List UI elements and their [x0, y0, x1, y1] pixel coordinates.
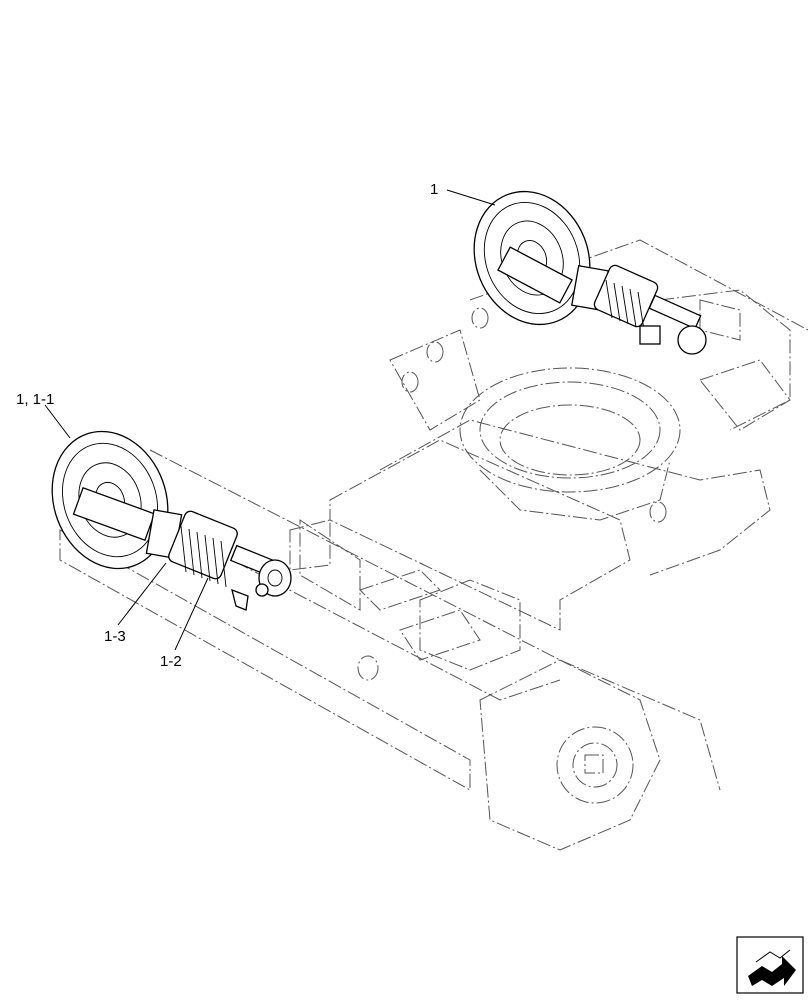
- idler-assembly-upper: [473, 190, 707, 355]
- idler-assembly-lower: [51, 430, 292, 611]
- callout-1-2: 1-2: [160, 653, 182, 670]
- leader-1-3: [117, 562, 167, 626]
- leader-1-1-1: [44, 404, 71, 439]
- leader-1: [446, 189, 496, 206]
- callout-1: 1: [430, 181, 438, 198]
- undercarriage-frame: [59, 239, 808, 851]
- next-page-arrow-icon[interactable]: [736, 936, 804, 994]
- leader-1-2: [174, 577, 209, 651]
- leader-lines: [44, 189, 496, 651]
- callout-1-1-1: 1, 1-1: [16, 391, 54, 408]
- callout-1-3: 1-3: [104, 628, 126, 645]
